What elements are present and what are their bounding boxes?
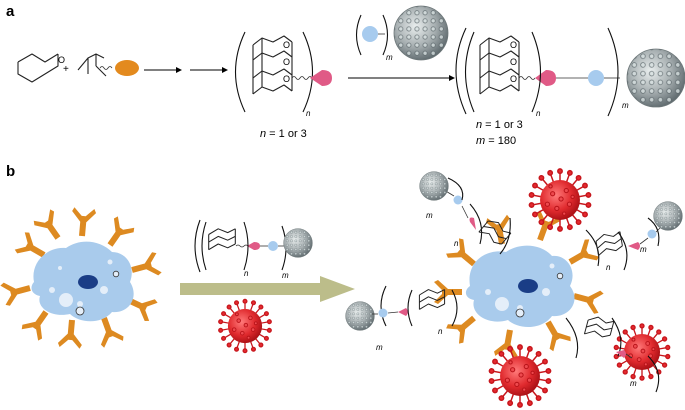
cell-left [0,207,163,349]
arrow-1 [144,67,182,73]
svg-text:n: n [244,269,249,278]
svg-text:n: n [306,109,311,118]
svg-text:m: m [640,245,647,254]
cell-right-complex: n m n m n m [345,169,683,407]
svg-text:O: O [283,57,290,67]
arrow-3 [348,75,455,81]
cd-ligand-unit: O O O n [234,31,332,118]
orange-ligand [115,60,139,76]
caption-n-right: n = 1 or 3 [476,119,523,131]
reagent-middle: n m [194,219,313,280]
panel-b-label: b [6,163,15,180]
svg-text:m: m [386,53,393,62]
svg-text:n: n [536,109,541,118]
svg-text:O: O [58,55,65,65]
svg-text:m: m [426,211,433,220]
plus-sign: + [63,64,69,75]
panel-a-label: a [6,3,15,20]
final-conjugate: O O O n m [455,27,685,118]
svg-text:O: O [510,40,517,50]
pyran-ring: O [17,53,65,83]
caption-n-left: n = 1 or 3 [260,128,307,140]
svg-text:n: n [438,327,443,336]
svg-text:m: m [630,379,637,388]
pink-ligand [310,70,332,86]
arrow-2 [190,67,228,73]
linker-nanoparticle-reagent: m [355,5,449,62]
caption-m: m = 180 [476,135,516,147]
virus-middle [218,299,271,352]
svg-text:n: n [606,263,611,272]
nucleus [78,275,98,289]
svg-text:O: O [510,57,517,67]
svg-text:m: m [622,101,629,110]
svg-text:m: m [282,271,289,280]
svg-text:m: m [376,343,383,352]
tripod-reagent [77,53,139,77]
process-arrow [180,276,355,302]
svg-text:O: O [283,40,290,50]
svg-text:O: O [510,74,517,84]
svg-text:O: O [283,74,290,84]
svg-text:n: n [454,239,459,248]
